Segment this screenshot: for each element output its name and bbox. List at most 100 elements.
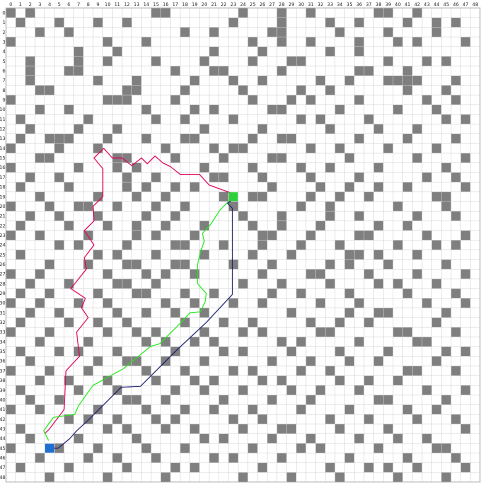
obstacle-cell [170,211,181,221]
obstacle-cell [276,27,287,38]
obstacle-cell [315,443,326,454]
obstacle-cell [6,230,16,241]
obstacle-cell [141,365,152,376]
y-tick-label: 3 [2,39,5,45]
y-tick-label: 46 [0,455,5,461]
obstacle-cell [238,346,248,357]
obstacle-cell [257,46,268,57]
obstacle-cell [422,385,432,395]
obstacle-cell [112,385,123,395]
obstacle-cell [199,356,210,366]
obstacle-cell [35,230,45,241]
obstacle-cell [15,346,26,357]
obstacle-cell [112,307,123,318]
y-tick-label: 36 [0,359,5,365]
obstacle-cell [354,433,364,444]
obstacle-cell [218,66,229,76]
obstacle-cell [441,395,452,405]
obstacle-cell [35,153,45,163]
y-tick-label: 34 [0,339,5,345]
obstacle-cell [228,201,239,212]
obstacle-cell [267,259,277,270]
obstacle-cell [422,95,432,105]
obstacle-cell [257,375,268,386]
obstacle-cell [431,404,442,415]
y-tick-label: 13 [0,136,5,142]
obstacle-cell [83,336,94,347]
obstacle-cell [189,269,200,279]
obstacle-cell [112,278,123,289]
obstacle-cell [6,404,16,415]
obstacle-cell [180,259,190,270]
obstacle-cell [112,346,123,357]
obstacle-cell [209,336,219,347]
obstacle-cell [102,269,113,279]
obstacle-cell [93,17,103,28]
obstacle-cell [451,133,461,144]
obstacle-cell [257,191,268,202]
obstacle-cell [286,385,297,395]
x-tick-label: 26 [259,2,265,8]
obstacle-cell [73,240,84,250]
x-tick-label: 18 [182,2,188,8]
obstacle-cell [257,462,268,473]
obstacle-cell [363,462,374,473]
obstacle-cell [44,153,55,163]
x-tick-label: 23 [230,2,236,8]
obstacle-cell [393,75,403,86]
obstacle-cell [209,453,219,463]
obstacle-cell [238,8,248,18]
obstacle-cell [44,85,55,96]
x-tick-label: 24 [240,2,246,8]
obstacle-cell [354,230,364,241]
obstacle-cell [451,453,461,463]
obstacle-cell [131,75,142,86]
obstacle-cell [35,375,45,386]
obstacle-cell [6,8,16,18]
obstacle-cell [151,278,161,289]
obstacle-cell [93,249,103,260]
x-tick-label: 11 [114,2,120,8]
obstacle-cell [151,172,161,183]
obstacle-cell [228,17,239,28]
obstacle-cell [402,327,413,337]
obstacle-cell [93,404,103,415]
y-tick-label: 9 [2,98,5,104]
obstacle-cell [6,95,16,105]
obstacle-cell [354,17,364,28]
obstacle-cell [451,365,461,376]
obstacle-cell [286,95,297,105]
obstacle-cell [451,75,461,86]
obstacle-cell [393,472,403,483]
obstacle-cell [276,220,287,231]
obstacle-cell [93,288,103,299]
obstacle-cell [141,307,152,318]
obstacle-cell [228,453,239,463]
y-tick-label: 28 [0,281,5,287]
x-tick-label: 10 [105,2,111,8]
obstacle-cell [334,424,345,434]
obstacle-cell [422,56,432,67]
obstacle-cell [122,356,132,366]
obstacle-cell [189,462,200,473]
obstacle-cell [160,336,171,347]
obstacle-cell [25,75,36,86]
obstacle-cell [15,220,26,231]
obstacle-cell [334,317,345,328]
x-tick-label: 34 [337,2,343,8]
obstacle-cell [160,8,171,18]
obstacle-cell [315,269,326,279]
obstacle-cell [141,133,152,144]
obstacle-cell [383,143,393,154]
obstacle-cell [354,336,364,347]
obstacle-cell [296,240,306,250]
obstacle-cell [189,375,200,386]
obstacle-cell [393,375,403,386]
obstacle-cell [189,75,200,86]
obstacle-cell [422,433,432,444]
obstacle-cell [83,114,94,125]
y-tick-label: 1 [2,20,5,26]
obstacle-cell [257,172,268,183]
obstacle-cell [393,433,403,444]
obstacle-cell [189,230,200,241]
